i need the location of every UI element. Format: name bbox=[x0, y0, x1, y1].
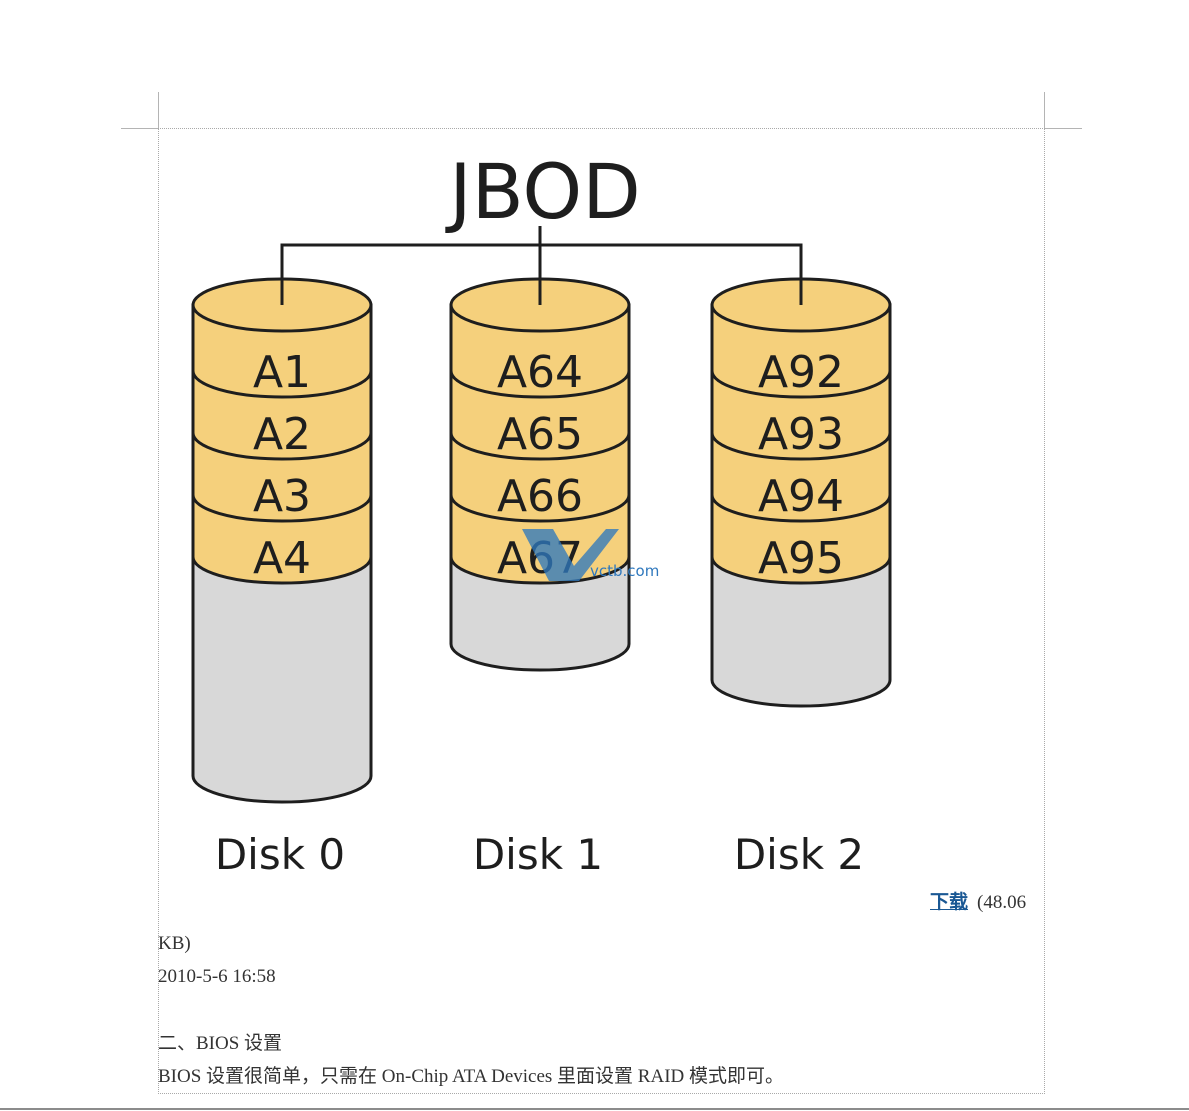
disk-used-space bbox=[710, 303, 892, 585]
block-divider bbox=[710, 432, 892, 461]
block-divider bbox=[449, 370, 631, 399]
disk-used-space bbox=[191, 303, 373, 585]
block-label: A92 bbox=[758, 347, 844, 398]
attachment-size-end: KB) bbox=[158, 933, 191, 954]
block-label: A95 bbox=[758, 533, 844, 584]
section-body: BIOS 设置很简单，只需在 On-Chip ATA Devices 里面设置 … bbox=[158, 1066, 784, 1087]
block-divider bbox=[191, 494, 373, 523]
block-label: A66 bbox=[497, 471, 583, 522]
attachment-size-start: (48.06 bbox=[977, 892, 1027, 913]
watermark-logo-icon bbox=[522, 529, 619, 581]
block-label: A65 bbox=[497, 409, 583, 460]
disk-label: Disk 1 bbox=[473, 830, 603, 879]
diagram-title: JBOD bbox=[445, 147, 641, 236]
block-divider bbox=[191, 370, 373, 399]
disk-used-space bbox=[449, 303, 631, 585]
disk-free-space bbox=[449, 555, 631, 672]
disk-free-space bbox=[191, 555, 373, 804]
crop-mark-left-vertical bbox=[158, 92, 159, 128]
crop-mark-right-vertical bbox=[1044, 92, 1045, 128]
attachment-timestamp: 2010-5-6 16:58 bbox=[158, 966, 276, 987]
block-divider bbox=[449, 494, 631, 523]
text-boundary bbox=[158, 128, 1045, 1094]
block-label: A64 bbox=[497, 347, 583, 398]
block-label: A1 bbox=[253, 347, 311, 398]
crop-mark-left-horizontal bbox=[121, 128, 158, 129]
block-divider bbox=[710, 494, 892, 523]
block-label: A2 bbox=[253, 409, 311, 460]
block-label: A94 bbox=[758, 471, 844, 522]
block-divider bbox=[449, 432, 631, 461]
block-label: A4 bbox=[253, 533, 311, 584]
download-link[interactable]: 下载 bbox=[930, 892, 969, 913]
watermark-text: vctb.com bbox=[590, 562, 659, 580]
disk-label: Disk 2 bbox=[734, 830, 864, 879]
crop-mark-right-horizontal bbox=[1045, 128, 1082, 129]
block-label: A93 bbox=[758, 409, 844, 460]
block-label: A3 bbox=[253, 471, 311, 522]
disk-label: Disk 0 bbox=[215, 830, 345, 879]
block-divider bbox=[191, 432, 373, 461]
window-bottom-edge bbox=[0, 1108, 1189, 1110]
section-heading: 二、BIOS 设置 bbox=[158, 1033, 283, 1054]
block-divider bbox=[710, 370, 892, 399]
disk-free-space bbox=[710, 555, 892, 708]
